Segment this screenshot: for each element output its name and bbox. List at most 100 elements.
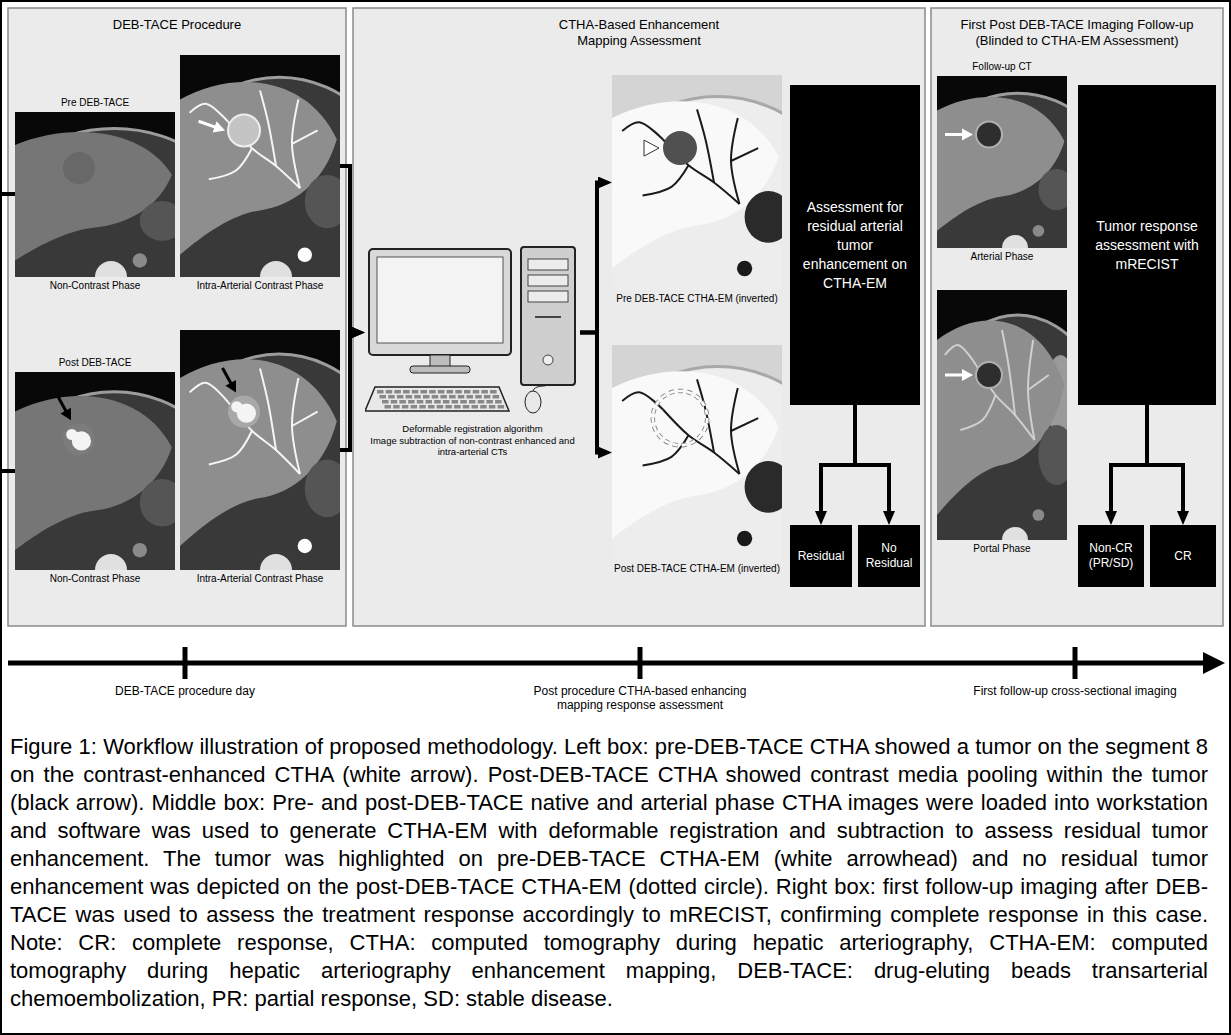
keyboard-key <box>443 400 450 404</box>
vertebra <box>95 554 127 570</box>
ct-scan-picture <box>612 75 782 290</box>
outcome-box: Non-CR (PR/SD) <box>1078 525 1144 587</box>
keyboard-key <box>484 395 491 399</box>
contrast-pooling <box>231 401 242 412</box>
keyboard-key <box>481 390 488 394</box>
liver <box>937 97 1064 231</box>
keyboard-key <box>449 395 456 399</box>
image-label: Portal Phase <box>929 543 1075 555</box>
ct-scan-picture <box>15 372 175 570</box>
liver <box>612 371 779 538</box>
box-text: No Residual <box>858 541 920 571</box>
vessel <box>190 104 228 122</box>
keyboard-key <box>493 395 500 399</box>
box-text: Tumor response assessment with mRECIST <box>1078 217 1216 274</box>
body-outline <box>612 97 782 291</box>
computer-picture <box>365 245 580 420</box>
keyboard-key <box>486 400 493 404</box>
keyboard-key <box>452 400 459 404</box>
vessel <box>209 431 252 465</box>
annotation-arrow <box>199 121 218 128</box>
ct-image-node: Post DEB-TACE CTHA-EM (inverted) <box>612 345 782 560</box>
body-outline <box>937 315 1067 540</box>
body-outline <box>180 77 340 277</box>
keyboard-key <box>406 395 413 399</box>
keyboard-key <box>460 400 467 404</box>
contrast-pooling <box>66 429 77 440</box>
vessel <box>697 379 714 452</box>
keyboard-key <box>414 395 421 399</box>
keyboard-key <box>428 405 435 409</box>
keyboard-key <box>464 390 471 394</box>
keyboard-key <box>440 395 447 399</box>
vessel <box>260 91 276 166</box>
vessel <box>697 109 714 182</box>
flow-connector <box>580 333 602 453</box>
keyboard-key <box>478 400 485 404</box>
aorta <box>133 253 147 267</box>
label-below: Deformable registration algorithmImage s… <box>359 420 586 458</box>
stage-panel: CTHA-Based Enhancement Mapping Assessmen… <box>353 8 925 626</box>
dotted-circle <box>653 391 707 445</box>
tumor <box>228 396 260 428</box>
flow-connector <box>340 333 355 451</box>
panel-title: CTHA-Based Enhancement Mapping Assessmen… <box>552 17 727 49</box>
panel-header: DEB-TACE Procedure <box>17 17 337 33</box>
ct-image-node: Intra-Arterial Contrast Phase <box>180 55 340 277</box>
vessel <box>945 345 976 365</box>
ct-scan-picture <box>15 112 175 277</box>
image-label: Arterial Phase <box>929 251 1075 263</box>
image-label: Intra-Arterial Contrast Phase <box>172 280 348 292</box>
outcome-box: Residual <box>790 525 852 587</box>
aorta <box>298 248 312 262</box>
panel-title: DEB-TACE Procedure <box>17 17 337 33</box>
ct-image-node: Follow-up CTArterial Phase <box>937 76 1067 248</box>
image-label: Follow-up CT <box>929 61 1075 73</box>
workstation-node: Deformable registration algorithmImage s… <box>365 245 580 420</box>
vessel <box>731 148 758 161</box>
timeline-label: First follow-up cross-sectional imaging <box>955 684 1195 698</box>
keyboard-key <box>473 390 480 394</box>
label-above: Follow-up CT <box>929 61 1075 76</box>
annotation-arrowhead <box>962 369 973 381</box>
annotation-arrowhead <box>225 380 236 393</box>
keyboard-key <box>417 400 424 404</box>
body-outline <box>180 354 340 570</box>
body-outline <box>612 367 782 561</box>
vertebra <box>260 261 292 277</box>
workstation-caption: Deformable registration algorithm <box>359 423 586 435</box>
vessel <box>1028 375 1049 390</box>
keyboard-key <box>445 405 452 409</box>
box-text: Residual <box>795 549 848 564</box>
ct-image-node: Pre DEB-TACENon-Contrast Phase <box>15 112 175 277</box>
input-stub <box>2 469 15 473</box>
aorta <box>737 531 752 546</box>
label-above: Pre DEB-TACE <box>7 97 183 112</box>
tower-case <box>521 247 575 385</box>
panel-header: CTHA-Based Enhancement Mapping Assessmen… <box>552 17 727 49</box>
flow-connector <box>855 405 889 515</box>
ct-image-node: Intra-Arterial Contrast Phase <box>180 330 340 570</box>
annotation-arrow <box>223 368 233 386</box>
keyboard-key <box>403 390 410 394</box>
keyboard-key <box>399 400 406 404</box>
flow-connector <box>1147 405 1183 515</box>
outcome-text: Non-CR (PR/SD) <box>1081 541 1141 571</box>
stomach <box>745 461 782 513</box>
vertebra <box>1002 235 1028 248</box>
annotation-arrowhead <box>644 140 659 156</box>
ct-image-node: Pre DEB-TACE CTHA-EM (inverted) <box>612 75 782 290</box>
flow-connector <box>580 183 602 333</box>
image-label: Pre DEB-TACE <box>7 97 183 109</box>
label-below: Non-Contrast Phase <box>7 570 183 585</box>
keyboard-key <box>394 390 401 394</box>
timeline-tick <box>1073 647 1078 679</box>
outcome-text: CR <box>1174 549 1191 564</box>
panel-title: First Post DEB-TACE Imaging Follow-up (B… <box>937 17 1217 49</box>
liver <box>180 82 337 255</box>
keyboard-key <box>408 400 415 404</box>
workstation-caption: Image subtraction of non-contrast enhanc… <box>359 435 586 458</box>
keyboard-key <box>432 395 439 399</box>
drive-bay <box>528 259 568 270</box>
timeline-tick <box>183 647 188 679</box>
